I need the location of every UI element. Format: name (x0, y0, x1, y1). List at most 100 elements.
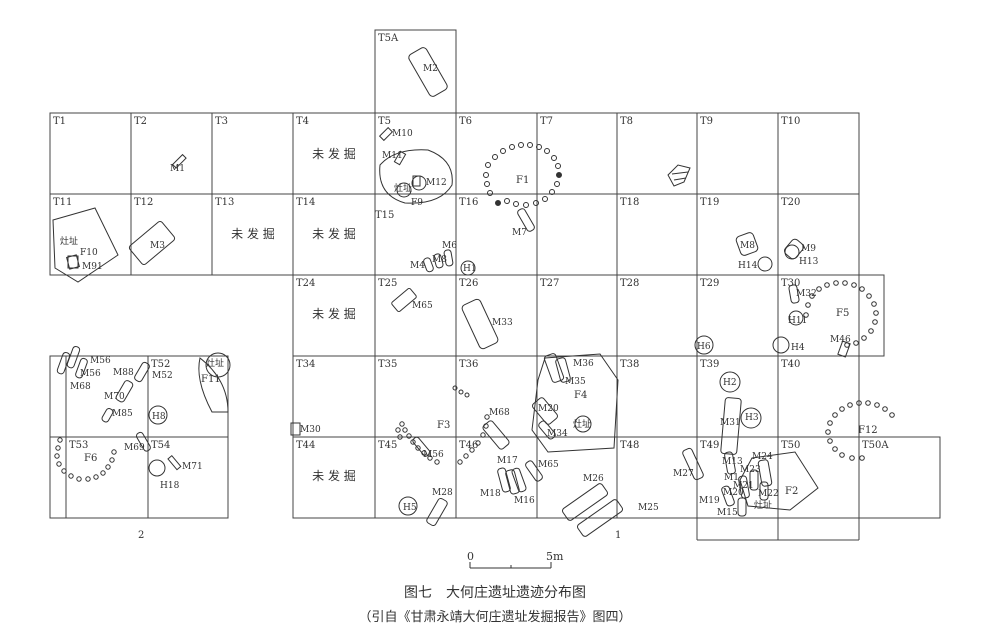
unit-label: T39 (700, 359, 719, 370)
burial-M65b (525, 460, 543, 482)
svg-text:F12: F12 (858, 425, 878, 436)
burial-M4 (423, 257, 434, 273)
svg-text:F6: F6 (84, 453, 97, 464)
unit-label: T25 (378, 278, 397, 289)
svg-text:M85: M85 (112, 409, 133, 419)
burial-M71 (167, 455, 182, 471)
burial-M33 (461, 298, 499, 350)
svg-text:M68: M68 (70, 382, 91, 392)
svg-text:H8: H8 (152, 412, 166, 422)
pit-H3 (740, 407, 762, 429)
pits (148, 244, 804, 516)
unit-label: T19 (700, 197, 719, 208)
burial-M70 (115, 380, 134, 403)
svg-text:M35: M35 (565, 377, 586, 387)
unit-label: T8 (620, 116, 633, 127)
unit-label: T7 (540, 116, 553, 127)
house-F2 (739, 451, 819, 511)
burial-M23 (749, 469, 759, 491)
svg-text:H1: H1 (463, 264, 477, 274)
scale-bar: 0 5m (467, 550, 564, 569)
svg-text:H18: H18 (160, 481, 180, 491)
svg-text:M56: M56 (423, 450, 444, 460)
unit-label: T52 (151, 359, 170, 370)
svg-text:M6: M6 (442, 241, 457, 251)
svg-text:M8: M8 (740, 241, 755, 251)
unit-label: T16 (459, 197, 478, 208)
burial-M24 (757, 459, 773, 487)
svg-text:灶址: 灶址 (60, 235, 78, 247)
unexcavated-labels: 未 发 掘 未 发 掘 未 发 掘 未 发 掘 未 发 掘 (231, 146, 356, 483)
section-label-1: 1 (615, 530, 621, 541)
burial-M2 (408, 47, 448, 97)
burial-M20 (532, 397, 558, 425)
burial-M56s2b (66, 345, 81, 369)
section-labels: 1 2 (138, 530, 621, 541)
unit-label: T44 (296, 440, 315, 451)
burial-M18 (497, 467, 511, 493)
burial-M21 (738, 475, 750, 499)
svg-text:M34: M34 (547, 429, 568, 439)
unit-label: T50A (862, 440, 889, 451)
svg-text:M56: M56 (90, 356, 111, 366)
unit-label: T26 (459, 278, 478, 289)
unit-label: T34 (296, 359, 315, 370)
burial-M12 (412, 175, 421, 187)
pit-H14 (757, 256, 773, 272)
svg-text:未 发 掘: 未 发 掘 (312, 146, 356, 161)
scale-max: 5m (546, 550, 564, 563)
burial-M26 (562, 483, 608, 521)
unit-label: T50 (781, 440, 800, 451)
unit-label: T6 (459, 116, 472, 127)
svg-text:F10: F10 (80, 248, 98, 258)
burial-M46 (837, 340, 851, 358)
pit-H1 (460, 260, 476, 276)
house-F1 (483, 142, 562, 208)
burial-M1 (171, 153, 187, 169)
unit-label: T10 (781, 116, 800, 127)
house-F6 (54, 437, 117, 482)
svg-text:M91: M91 (82, 262, 103, 272)
svg-text:M30: M30 (300, 425, 321, 435)
unit-label: T54 (151, 440, 170, 451)
burial-M17 (505, 469, 520, 495)
burial-M27 (682, 447, 704, 481)
unit-label: T11 (53, 197, 72, 208)
svg-text:M21: M21 (733, 481, 754, 491)
pit-H4 (772, 336, 790, 354)
burial-M56s2a (56, 351, 71, 375)
unit-label: T18 (620, 197, 639, 208)
unit-label: T3 (215, 116, 228, 127)
house-F5 (803, 280, 879, 348)
grid-labels: T5A T1 T2 T3 T4 T5 T6 T7 T8 T9 T10 T11 T… (53, 33, 889, 451)
pit-H8 (148, 405, 168, 425)
unit-label: T14 (296, 197, 315, 208)
svg-text:H11: H11 (788, 316, 807, 326)
burial-M3 (128, 221, 176, 265)
house-F11 (198, 357, 229, 413)
unit-label: T4 (296, 116, 309, 127)
svg-text:F9: F9 (411, 198, 423, 208)
burial-M32 (788, 284, 800, 304)
figure-caption: 图七 大何庄遗址遗迹分布图 (404, 585, 586, 601)
svg-text:M18: M18 (480, 489, 501, 499)
svg-text:H6: H6 (697, 342, 711, 352)
svg-text:M25: M25 (638, 503, 659, 513)
unit-label: T48 (620, 440, 639, 451)
svg-text:H3: H3 (745, 413, 759, 423)
site-plan: T5A T1 T2 T3 T4 T5 T6 T7 T8 T9 T10 T11 T… (49, 29, 941, 569)
house-F9 (379, 149, 453, 204)
house-F4 (531, 353, 619, 453)
unit-label: T29 (700, 278, 719, 289)
svg-text:灶址: 灶址 (573, 418, 591, 430)
svg-text:M20: M20 (538, 404, 559, 414)
burial-M85 (101, 408, 114, 423)
svg-text:F1: F1 (516, 175, 529, 186)
svg-text:M15: M15 (717, 508, 738, 518)
svg-text:M19: M19 (699, 496, 720, 506)
unit-label: T2 (134, 116, 147, 127)
house-F3 (395, 385, 490, 465)
unit-label: T9 (700, 116, 713, 127)
svg-text:H13: H13 (799, 257, 819, 267)
feature-labels: M2 M1 M10 M11 M12 灶址 F9 灶址 F10 M91 M3 F1… (60, 64, 878, 518)
